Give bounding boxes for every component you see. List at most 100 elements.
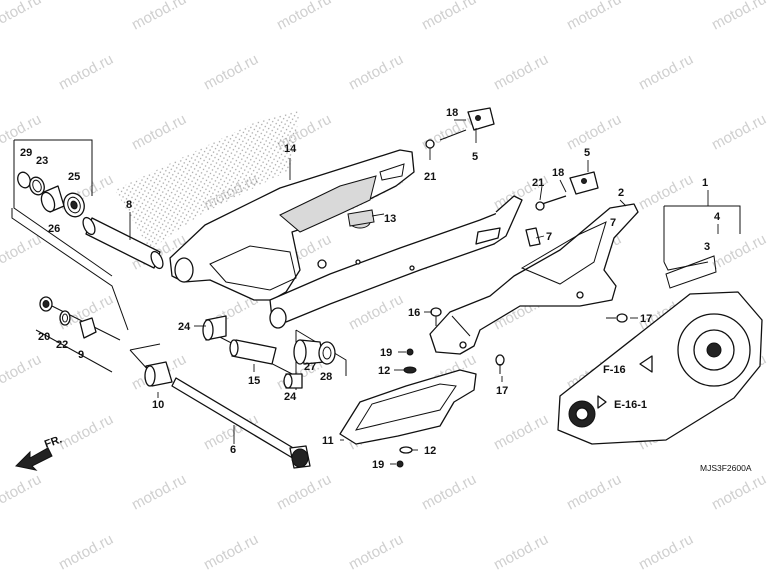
part-label[interactable]: 9: [78, 349, 84, 361]
watermark-text: motod.ru: [709, 471, 768, 514]
part-label[interactable]: 8: [126, 199, 132, 211]
bearing-box-upper: [11, 139, 129, 331]
bearing-26: [40, 185, 65, 213]
lower-bearing-group: [35, 296, 121, 373]
collar-8: [82, 216, 164, 270]
watermark-text: motod.ru: [274, 0, 334, 34]
watermark-text: motod.ru: [0, 471, 44, 514]
part-label[interactable]: 21: [532, 177, 544, 189]
watermark-text: motod.ru: [0, 231, 44, 274]
part-label[interactable]: 26: [48, 223, 60, 235]
watermark-text: motod.ru: [346, 531, 406, 574]
bolt-17b: [495, 354, 505, 374]
ref-f16[interactable]: F-16: [603, 355, 653, 376]
watermark-text: motod.ru: [0, 0, 44, 34]
watermark-text: motod.ru: [274, 471, 334, 514]
seal-29: [17, 171, 31, 189]
watermark-text: motod.ru: [56, 411, 116, 454]
watermark-text: motod.ru: [129, 111, 189, 154]
fastener-19b: [396, 460, 404, 468]
stopper-13: [347, 209, 375, 227]
part-number-labels: 1 2 3 4 5 5 6 7 7 8 9 10 11 12 12 13 14 …: [20, 107, 721, 471]
part-label[interactable]: 19: [372, 459, 384, 471]
watermark-text: motod.ru: [129, 0, 189, 34]
ref-f16-label: F-16: [603, 364, 626, 376]
bolt-17a: [606, 313, 628, 323]
watermark-text: motod.ru: [0, 351, 44, 394]
watermark-text: motod.ru: [491, 51, 551, 94]
watermark-text: motod.ru: [564, 111, 624, 154]
slider-7: [525, 227, 541, 247]
front-label: FR.: [43, 433, 64, 450]
watermark-text: motod.ru: [636, 171, 696, 214]
chain-guard-11: [339, 369, 477, 445]
front-arrow: FR.: [14, 433, 64, 471]
watermark-text: motod.ru: [709, 111, 768, 154]
part-label[interactable]: 25: [68, 171, 80, 183]
part-label[interactable]: 10: [152, 399, 164, 411]
fastener-12a: [403, 366, 417, 374]
part-label[interactable]: 15: [248, 375, 260, 387]
diagram-code: MJS3F2600A: [700, 463, 752, 473]
part-label[interactable]: 22: [56, 339, 68, 351]
part-label[interactable]: 17: [640, 313, 652, 325]
part-label[interactable]: 2: [618, 187, 624, 199]
watermark-text: motod.ru: [201, 531, 261, 574]
ring-23: [29, 176, 45, 196]
watermark-text: motod.ru: [346, 51, 406, 94]
ref-e16-1[interactable]: E-16-1: [597, 395, 647, 411]
watermark-text: motod.ru: [56, 531, 116, 574]
watermark-text: motod.ru: [201, 51, 261, 94]
part-label[interactable]: 23: [36, 155, 48, 167]
part-label[interactable]: 19: [380, 347, 392, 359]
part-label[interactable]: 7: [610, 217, 616, 229]
frame-hatch-area: [115, 110, 300, 250]
part-label[interactable]: 4: [714, 211, 721, 223]
part-label[interactable]: 6: [230, 444, 236, 456]
watermark-text: motod.ru: [419, 471, 479, 514]
watermark-text: motod.ru: [564, 0, 624, 34]
chain-cover-2: [429, 203, 639, 355]
part-label[interactable]: 14: [284, 143, 297, 155]
part-label[interactable]: 11: [322, 435, 334, 447]
part-label[interactable]: 3: [704, 241, 710, 253]
part-label[interactable]: 29: [20, 147, 32, 159]
watermark-text: motod.ru: [636, 531, 696, 574]
fastener-12b: [399, 446, 413, 454]
part-label[interactable]: 28: [320, 371, 332, 383]
part-label[interactable]: 12: [378, 365, 390, 377]
bearing-25: [63, 192, 85, 218]
part-label[interactable]: 20: [38, 331, 50, 343]
watermark-text: motod.ru: [346, 291, 406, 334]
part-label[interactable]: 7: [546, 231, 552, 243]
part-label[interactable]: 27: [304, 361, 316, 373]
part-label[interactable]: 5: [584, 147, 590, 159]
part-label[interactable]: 21: [424, 171, 436, 183]
part-label[interactable]: 18: [552, 167, 564, 179]
adjuster-upper: [425, 107, 599, 211]
watermark-text: motod.ru: [56, 51, 116, 94]
watermark-text: motod.ru: [419, 0, 479, 34]
part-label[interactable]: 24: [284, 391, 297, 403]
watermark-text: motod.ru: [491, 411, 551, 454]
watermark-text: motod.ru: [636, 51, 696, 94]
drive-chain-1: [557, 205, 763, 445]
leader-lines: [129, 119, 719, 465]
watermark-text: motod.ru: [491, 531, 551, 574]
part-label[interactable]: 5: [472, 151, 478, 163]
part-label[interactable]: 13: [384, 213, 396, 225]
pivot-group: [202, 315, 347, 390]
part-label[interactable]: 24: [178, 321, 191, 333]
fastener-19a: [406, 348, 414, 356]
part-label[interactable]: 17: [496, 385, 508, 397]
part-label[interactable]: 18: [446, 107, 458, 119]
part-label[interactable]: 16: [408, 307, 420, 319]
part-label[interactable]: 12: [424, 445, 436, 457]
watermark-text: motod.ru: [129, 471, 189, 514]
part-label[interactable]: 1: [702, 177, 708, 189]
watermark-text: motod.ru: [709, 0, 768, 34]
swingarm-14: [169, 149, 523, 329]
